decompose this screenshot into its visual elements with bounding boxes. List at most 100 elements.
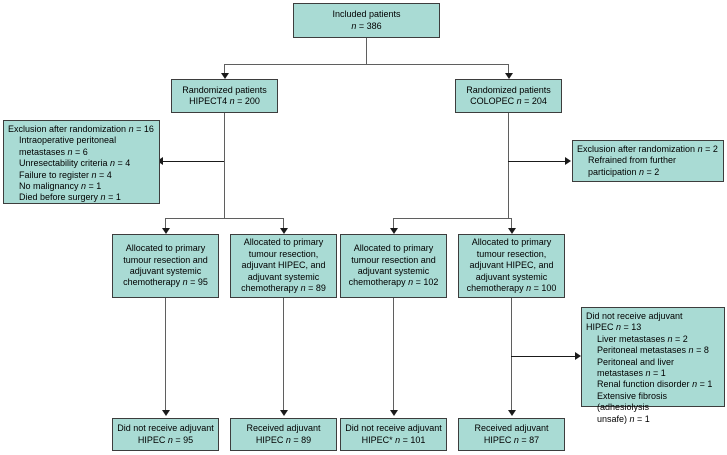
- no-hipec-reason-n-value: = 8: [693, 345, 709, 356]
- node-allocation-colopec-control: Allocated to primary tumour resection an…: [340, 234, 447, 298]
- outcome3-n-value: = 101: [400, 434, 426, 445]
- allocation4-line: adjuvant systemic: [475, 271, 548, 282]
- allocation4-line: adjuvant HIPEC, and: [469, 260, 554, 271]
- allocation3-last-text: chemotherapy: [348, 277, 409, 288]
- exclusion-right-item-text: participation: [588, 166, 640, 177]
- exclusion-right-item-text: Refrained from further: [588, 155, 677, 166]
- outcome4-n-value: = 87: [518, 434, 540, 445]
- allocation3-n-symbol: n: [408, 277, 414, 288]
- outcome4-n-symbol: n: [513, 434, 519, 445]
- arrowhead-out1: [162, 410, 170, 416]
- no-hipec-reason-text: Peritoneal and liver: [597, 356, 675, 367]
- exclusion-left-item-text: Intraoperative peritoneal: [19, 135, 117, 146]
- allocation4-line: tumour resection,: [476, 248, 547, 259]
- exclusion-left-item-text: metastases: [19, 146, 68, 157]
- exclusion-right-item: participation n = 2: [577, 167, 719, 178]
- no-hipec-reason-text: Liver metastases: [597, 333, 668, 344]
- connector-hipect4-trunk: [224, 113, 225, 218]
- node-allocation-hipect4-hipec: Allocated to primary tumour resection, a…: [230, 234, 337, 298]
- connector-exclusion-left: [163, 161, 224, 162]
- connector-alloc3-to-out3: [393, 298, 394, 413]
- no-hipec-reason-n-symbol: n: [688, 345, 694, 356]
- exclusion-left-item-n-symbol: n: [67, 146, 73, 157]
- connector-included-split: [224, 64, 509, 65]
- no-hipec-reason-item: Peritoneal metastases n = 8: [586, 345, 720, 356]
- allocation2-line: adjuvant HIPEC, and: [241, 260, 326, 271]
- arrowhead-exclusion-left: [157, 157, 163, 165]
- node-exclusion-left: Exclusion after randomization n = 16 Int…: [3, 120, 160, 204]
- outcome2-line1: Received adjuvant: [246, 423, 321, 434]
- no-hipec-reason-item: Renal function disorder n = 1: [586, 379, 720, 390]
- allocation4-last-text: chemotherapy: [466, 283, 527, 294]
- exclusion-left-item-n-value: = 6: [72, 146, 88, 157]
- node-outcome-no-hipec-95: Did not receive adjuvant HIPEC n = 95: [112, 418, 219, 451]
- outcome2-n-symbol: n: [285, 434, 291, 445]
- exclusion-left-heading-n-value: = 16: [133, 124, 154, 134]
- allocation3-line: tumour resection and: [351, 254, 436, 265]
- arrowhead-alloc3: [390, 228, 398, 234]
- exclusion-left-item: No malignancy n = 1: [8, 181, 155, 192]
- no-hipec-reason-n-symbol: n: [692, 379, 698, 390]
- connector-to-rand-left: [224, 64, 225, 75]
- outcome4-text: HIPEC: [483, 434, 514, 445]
- node-outcome-no-hipec-101: Did not receive adjuvant HIPEC* n = 101: [340, 418, 447, 451]
- no-hipec-reason-text: Renal function disorder: [597, 379, 693, 390]
- exclusion-left-item-n-value: = 4: [115, 158, 131, 169]
- no-hipec-reason-n-value: = 2: [672, 333, 688, 344]
- connector-exclusion-right: [508, 161, 565, 162]
- no-hipec-reason-n-value: = 1: [634, 413, 650, 424]
- exclusion-left-item-n-value: = 4: [96, 169, 112, 180]
- arrowhead-out3: [390, 410, 398, 416]
- exclusion-left-item-text: Unresectability criteria: [19, 158, 111, 169]
- no-hipec-reason-item: Liver metastases n = 2: [586, 334, 720, 345]
- node-randomized-colopec: Randomized patients COLOPEC n = 204: [455, 79, 562, 113]
- allocation1-n-symbol: n: [182, 277, 188, 288]
- node-allocation-colopec-hipec: Allocated to primary tumour resection, a…: [458, 234, 565, 298]
- node-outcome-received-hipec-87: Received adjuvant HIPEC n = 87: [458, 418, 565, 451]
- exclusion-left-item-text: Died before surgery: [19, 192, 101, 203]
- randomized-colopec-n-value: = 204: [521, 96, 547, 106]
- outcome3-text: HIPEC*: [361, 434, 396, 445]
- no-hipec-heading-line1: Did not receive adjuvant: [586, 311, 683, 321]
- node-allocation-hipect4-control: Allocated to primary tumour resection an…: [112, 234, 219, 298]
- exclusion-right-heading: Exclusion after randomization n = 2: [577, 144, 719, 155]
- no-hipec-heading-line2: HIPEC n = 13: [586, 322, 720, 333]
- arrowhead-alloc1: [162, 228, 170, 234]
- connector-hipect4-split: [165, 218, 284, 219]
- no-hipec-reason-n-symbol: n: [629, 413, 635, 424]
- allocation4-n-value: = 100: [531, 283, 557, 294]
- exclusion-left-item: Unresectability criteria n = 4: [8, 158, 155, 169]
- allocation1-last-text: chemotherapy: [123, 277, 183, 288]
- exclusion-right-item: Refrained from further: [577, 155, 719, 166]
- randomized-hipect4-trial: HIPECT4: [189, 96, 230, 106]
- included-patients-n-value: = 386: [356, 20, 382, 31]
- exclusion-left-item-n-symbol: n: [100, 192, 106, 203]
- node-randomized-hipect4: Randomized patients HIPECT4 n = 200: [171, 79, 278, 113]
- exclusion-right-item-n-symbol: n: [639, 166, 645, 177]
- arrowhead-alloc2: [280, 228, 288, 234]
- no-hipec-reason-item: unsafe) n = 1: [586, 414, 720, 425]
- outcome4-line1: Received adjuvant: [474, 423, 549, 434]
- arrowhead-rand-right: [505, 73, 513, 79]
- no-hipec-reason-text: Extensive fibrosis (adhesiolysis: [597, 390, 668, 413]
- included-patients-n-symbol: n: [351, 20, 357, 31]
- outcome1-n-value: = 95: [172, 434, 194, 445]
- exclusion-left-item-text: Failure to register: [19, 169, 92, 180]
- allocation2-line: Allocated to primary: [243, 237, 324, 248]
- connector-alloc4-to-out4: [511, 298, 512, 413]
- exclusion-left-item-n-symbol: n: [110, 158, 116, 169]
- allocation1-line: adjuvant systemic: [129, 266, 202, 276]
- allocation2-n-symbol: n: [300, 283, 306, 294]
- exclusion-left-item: Died before surgery n = 1: [8, 192, 155, 203]
- no-hipec-reason-item: Extensive fibrosis (adhesiolysis: [586, 391, 720, 414]
- allocation3-line: adjuvant systemic: [357, 266, 430, 276]
- exclusion-left-heading-text: Exclusion after randomization: [8, 124, 129, 134]
- node-included-patients: Included patients n = 386: [293, 3, 440, 38]
- no-hipec-reason-n-symbol: n: [645, 368, 651, 379]
- arrowhead-out2: [280, 410, 288, 416]
- no-hipec-heading-n-value: = 13: [621, 322, 642, 333]
- no-hipec-reason-n-value: = 1: [697, 379, 713, 390]
- exclusion-left-heading-n-symbol: n: [128, 124, 134, 134]
- exclusion-left-item: metastases n = 6: [8, 147, 155, 158]
